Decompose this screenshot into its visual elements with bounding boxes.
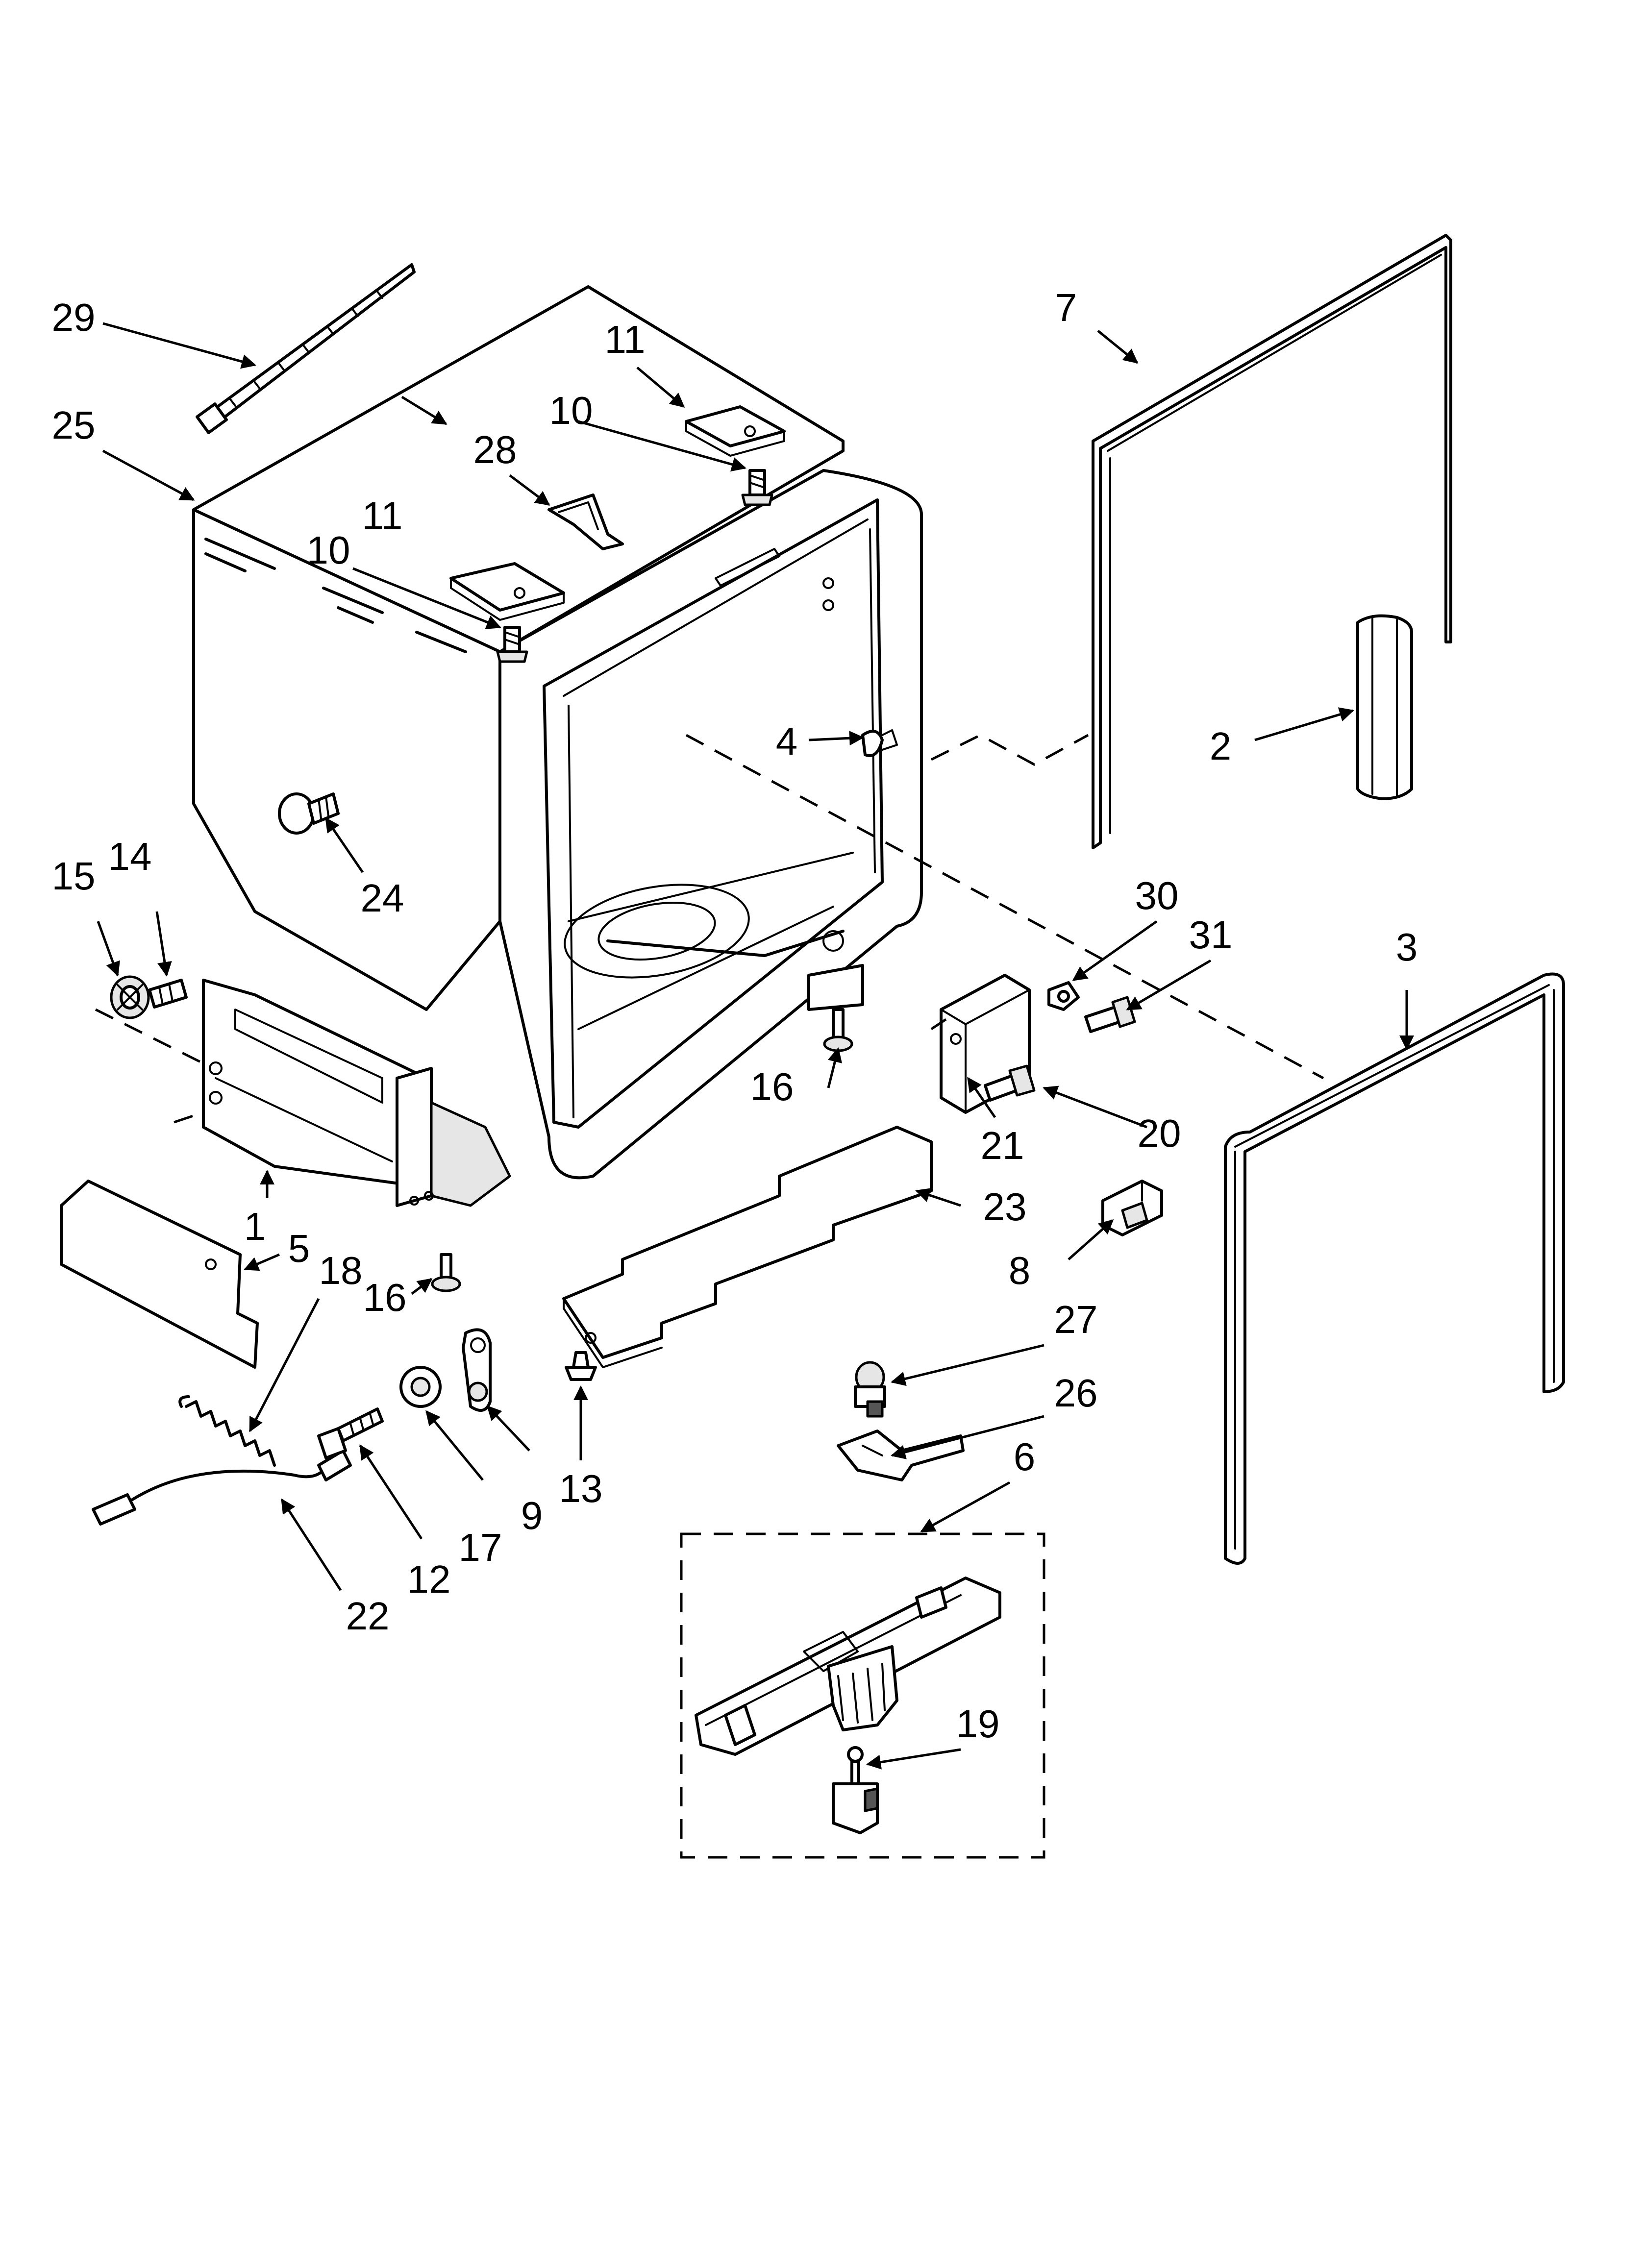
- bracket-screw-lower: [984, 1064, 1036, 1102]
- callout-13: 13: [559, 1467, 603, 1510]
- leveling-leg-front: [431, 1253, 461, 1292]
- callout-28: 28: [473, 428, 517, 471]
- callout-1: 1: [244, 1205, 266, 1248]
- tub-strip: [1356, 614, 1413, 800]
- tub-plug: [861, 729, 898, 757]
- callout-29: 29: [52, 296, 96, 339]
- callout-22: 22: [346, 1594, 390, 1638]
- tub-clip: [547, 493, 624, 550]
- panel-clip: [565, 1351, 597, 1381]
- callout-23: 23: [983, 1185, 1027, 1229]
- callout-21: 21: [981, 1124, 1024, 1167]
- callout-4: 4: [776, 719, 798, 763]
- callout-12: 12: [407, 1557, 451, 1601]
- bracket-screw-upper: [1084, 996, 1136, 1033]
- callout-31: 31: [1189, 913, 1233, 957]
- callout-3: 3: [1396, 925, 1418, 969]
- assembly-lines: [95, 734, 1324, 1124]
- callout-10-left: 10: [307, 528, 350, 572]
- leveling-screw: [148, 979, 188, 1009]
- callout-5: 5: [288, 1227, 310, 1270]
- mounting-bracket-right: [685, 405, 786, 457]
- cable-tie: [196, 263, 416, 434]
- callout-24: 24: [361, 876, 404, 920]
- callout-9: 9: [521, 1494, 543, 1537]
- callout-labels: 1 2 3 4 5 6 7 8 9 10 10 11 11 12 13 14 1…: [52, 286, 1418, 1746]
- callout-6: 6: [1014, 1435, 1036, 1479]
- callout-20: 20: [1138, 1111, 1181, 1155]
- callout-19: 19: [956, 1702, 1000, 1746]
- door-link: [462, 1328, 492, 1412]
- door-gasket: [1092, 234, 1452, 849]
- callout-11-left: 11: [362, 494, 402, 538]
- mounting-screw-left: [496, 626, 528, 663]
- callout-25: 25: [52, 403, 96, 447]
- float-assembly-box: [680, 1532, 1045, 1859]
- mounting-screw-right: [741, 469, 773, 506]
- callout-17: 17: [459, 1526, 502, 1569]
- door-spring: [178, 1395, 276, 1467]
- callout-8: 8: [1009, 1249, 1031, 1292]
- tub-assembly: [192, 285, 923, 1207]
- callout-11-top: 11: [604, 318, 645, 361]
- side-plug: [278, 792, 340, 835]
- callout-15: 15: [52, 854, 96, 898]
- tub-seal: [1224, 972, 1565, 1565]
- leveling-wheel: [110, 975, 150, 1019]
- callout-26: 26: [1054, 1371, 1098, 1415]
- callout-18: 18: [319, 1249, 363, 1292]
- callout-16-front: 16: [363, 1276, 407, 1319]
- float-switch-stem: [832, 1746, 879, 1834]
- callout-10-top: 10: [549, 389, 593, 432]
- spring-wire: [92, 1449, 352, 1526]
- insulation-panel: [562, 1126, 933, 1368]
- float-switch: [854, 1361, 886, 1418]
- switch-bracket: [837, 1430, 965, 1481]
- leader-lines: [97, 322, 1414, 1770]
- leveling-leg-rear: [823, 1008, 853, 1052]
- door-hinge: [1101, 1180, 1163, 1236]
- callout-14: 14: [108, 835, 152, 878]
- bushing: [399, 1366, 442, 1408]
- callout-2: 2: [1210, 724, 1232, 768]
- hinge-bolt: [317, 1407, 384, 1459]
- callout-16-rear: 16: [750, 1065, 794, 1109]
- callout-7: 7: [1055, 286, 1077, 329]
- callout-27: 27: [1054, 1298, 1098, 1341]
- lock-washer: [1047, 981, 1080, 1011]
- toe-panel: [60, 1180, 259, 1369]
- callout-30: 30: [1135, 874, 1179, 917]
